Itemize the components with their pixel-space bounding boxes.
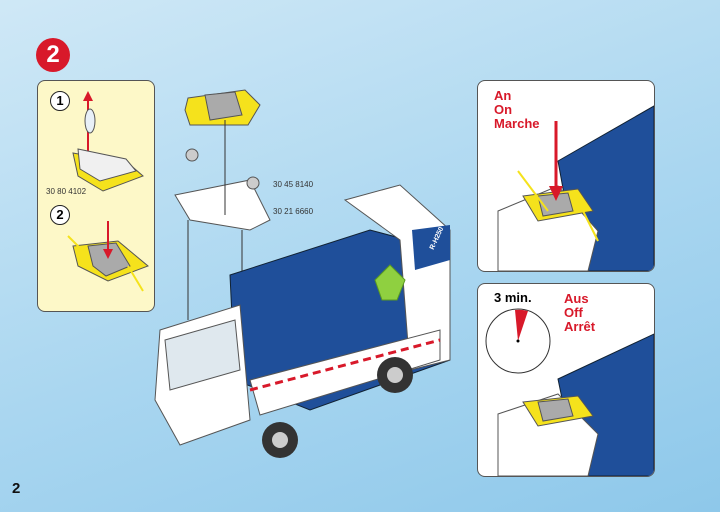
timer-clock-icon [485,308,551,374]
off-label-en: Off [564,305,583,320]
on-label-de: An [494,88,512,103]
part-number-horn: 30 45 8140 [273,180,314,189]
light-off-illustration [485,308,654,476]
part-number-roof: 30 21 6660 [273,207,314,216]
battery-illustration [67,91,149,292]
timer-label: 3 min. [494,290,532,305]
battery-instructions-panel: 1 30 80 4102 2 [37,80,155,312]
truck-assembly-illustration [154,89,451,458]
battery-part-number: 30 80 4102 [46,187,87,196]
substep-1-number: 1 [50,91,70,111]
page-number: 2 [12,480,21,497]
light-on-illustration [497,105,654,271]
step-number-badge: 2 [36,38,70,72]
light-on-panel: An On Marche [477,80,655,272]
light-off-panel: 3 min. Aus Off Arrêt [477,283,655,477]
substep-2-number: 2 [50,205,70,225]
on-label-fr: Marche [494,116,540,131]
off-label-de: Aus [564,291,589,306]
off-label-fr: Arrêt [564,319,596,334]
on-label-en: On [494,102,513,117]
